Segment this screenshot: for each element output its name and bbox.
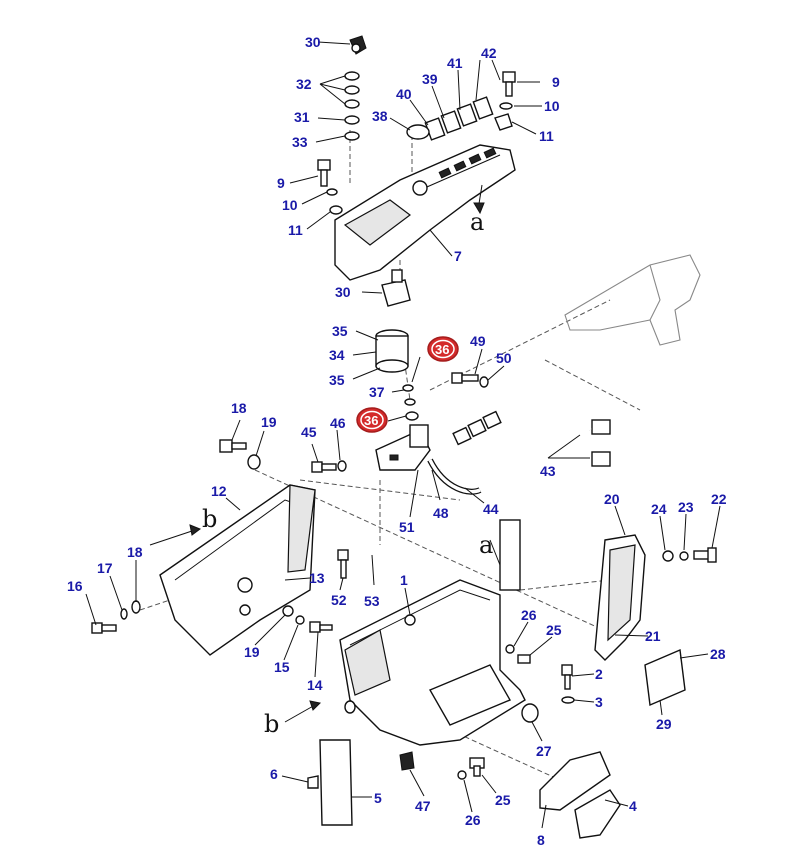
switch-slots [438, 147, 497, 179]
callout-39: 39 [422, 71, 438, 87]
callout-46: 46 [330, 415, 346, 431]
callout-38: 38 [372, 108, 388, 124]
callout-15: 15 [274, 659, 290, 675]
callout-2: 2 [595, 666, 603, 682]
callout-33: 33 [292, 134, 308, 150]
callout-35: 35 [329, 372, 345, 388]
callout-25: 25 [495, 792, 511, 808]
connectors [452, 410, 611, 467]
view-letter-b: b [264, 710, 279, 738]
callout-10: 10 [282, 197, 298, 213]
fasteners-bottom [457, 757, 485, 780]
callout-37: 37 [369, 384, 385, 400]
callout-47: 47 [415, 798, 431, 814]
console-body-part-1 [339, 519, 526, 746]
callout-40: 40 [396, 86, 412, 102]
lower-covers [539, 751, 621, 839]
callout-19: 19 [261, 414, 277, 430]
callout-19: 19 [244, 644, 260, 660]
view-letter-a: a [470, 208, 484, 236]
callout-1: 1 [400, 572, 408, 588]
bracket-assembly [375, 424, 431, 471]
callout-36-highlight: 36 [435, 342, 449, 357]
callout-32: 32 [296, 76, 312, 92]
top-cover-part-7 [334, 144, 516, 281]
callout-26: 26 [521, 607, 537, 623]
callout-21: 21 [645, 628, 661, 644]
highlighted-part-36-top: 36 [427, 336, 459, 362]
callout-8: 8 [537, 832, 545, 848]
cap-part-27 [521, 703, 539, 723]
callout-17: 17 [97, 560, 113, 576]
clips [307, 700, 415, 789]
callout-30: 30 [335, 284, 351, 300]
callout-14: 14 [307, 677, 323, 693]
view-letter-b: b [202, 505, 217, 533]
callout-23: 23 [678, 499, 694, 515]
callout-34: 34 [329, 347, 345, 363]
armrest-outline [564, 254, 701, 346]
callout-44: 44 [483, 501, 499, 517]
callout-6: 6 [270, 766, 278, 782]
leader-lines [85, 41, 721, 829]
callout-35: 35 [332, 323, 348, 339]
callout-7: 7 [454, 248, 462, 264]
callout-48: 48 [433, 505, 449, 521]
callout-20: 20 [604, 491, 620, 507]
washer-stack [344, 71, 360, 141]
fasteners-mid [219, 372, 489, 473]
view-letter-a: a [479, 531, 493, 559]
wire-harness [427, 395, 592, 495]
callout-18: 18 [231, 400, 247, 416]
callout-5: 5 [374, 790, 382, 806]
relay-can [375, 329, 409, 373]
callout-12: 12 [211, 483, 227, 499]
callout-31: 31 [294, 109, 310, 125]
left-cover-part-12 [159, 484, 316, 656]
callout-16: 16 [67, 578, 83, 594]
callout-53: 53 [364, 593, 380, 609]
callout-11: 11 [288, 222, 303, 238]
callout-45: 45 [301, 424, 317, 440]
callout-26: 26 [465, 812, 481, 828]
callout-24: 24 [651, 501, 667, 517]
callout-43: 43 [540, 463, 556, 479]
callout-27: 27 [536, 743, 552, 759]
callout-29: 29 [656, 716, 672, 732]
callout-42: 42 [481, 45, 497, 61]
callout-28: 28 [710, 646, 726, 662]
callout-11: 11 [539, 128, 554, 144]
callout-22: 22 [711, 491, 727, 507]
callout-51: 51 [399, 519, 415, 535]
callout-50: 50 [496, 350, 512, 366]
fasteners-left [91, 549, 349, 634]
callout-3: 3 [595, 694, 603, 710]
callout-25: 25 [546, 622, 562, 638]
callout-labels: 30 32 31 33 9 10 11 38 40 39 41 42 9 10 … [67, 34, 727, 848]
plate-part-5 [319, 739, 353, 826]
callout-18: 18 [127, 544, 143, 560]
key-switch-top [349, 35, 367, 55]
highlighted-part-36-bottom: 36 [356, 407, 388, 433]
callout-41: 41 [447, 55, 463, 71]
label-plate [644, 648, 686, 707]
callout-13: 13 [309, 570, 325, 586]
small-fittings [402, 384, 419, 421]
callout-10: 10 [544, 98, 560, 114]
right-cover-part-20 [594, 534, 646, 661]
callout-4: 4 [629, 798, 637, 814]
rocker-switches [406, 96, 494, 141]
callout-9: 9 [552, 74, 560, 90]
fasteners-top [317, 71, 516, 215]
callout-9: 9 [277, 175, 285, 191]
callout-52: 52 [331, 592, 347, 608]
view-arrows [149, 184, 501, 723]
callout-49: 49 [470, 333, 486, 349]
callout-36-highlight: 36 [364, 413, 378, 428]
key-switch-lower [381, 269, 411, 307]
callout-30: 30 [305, 34, 321, 50]
